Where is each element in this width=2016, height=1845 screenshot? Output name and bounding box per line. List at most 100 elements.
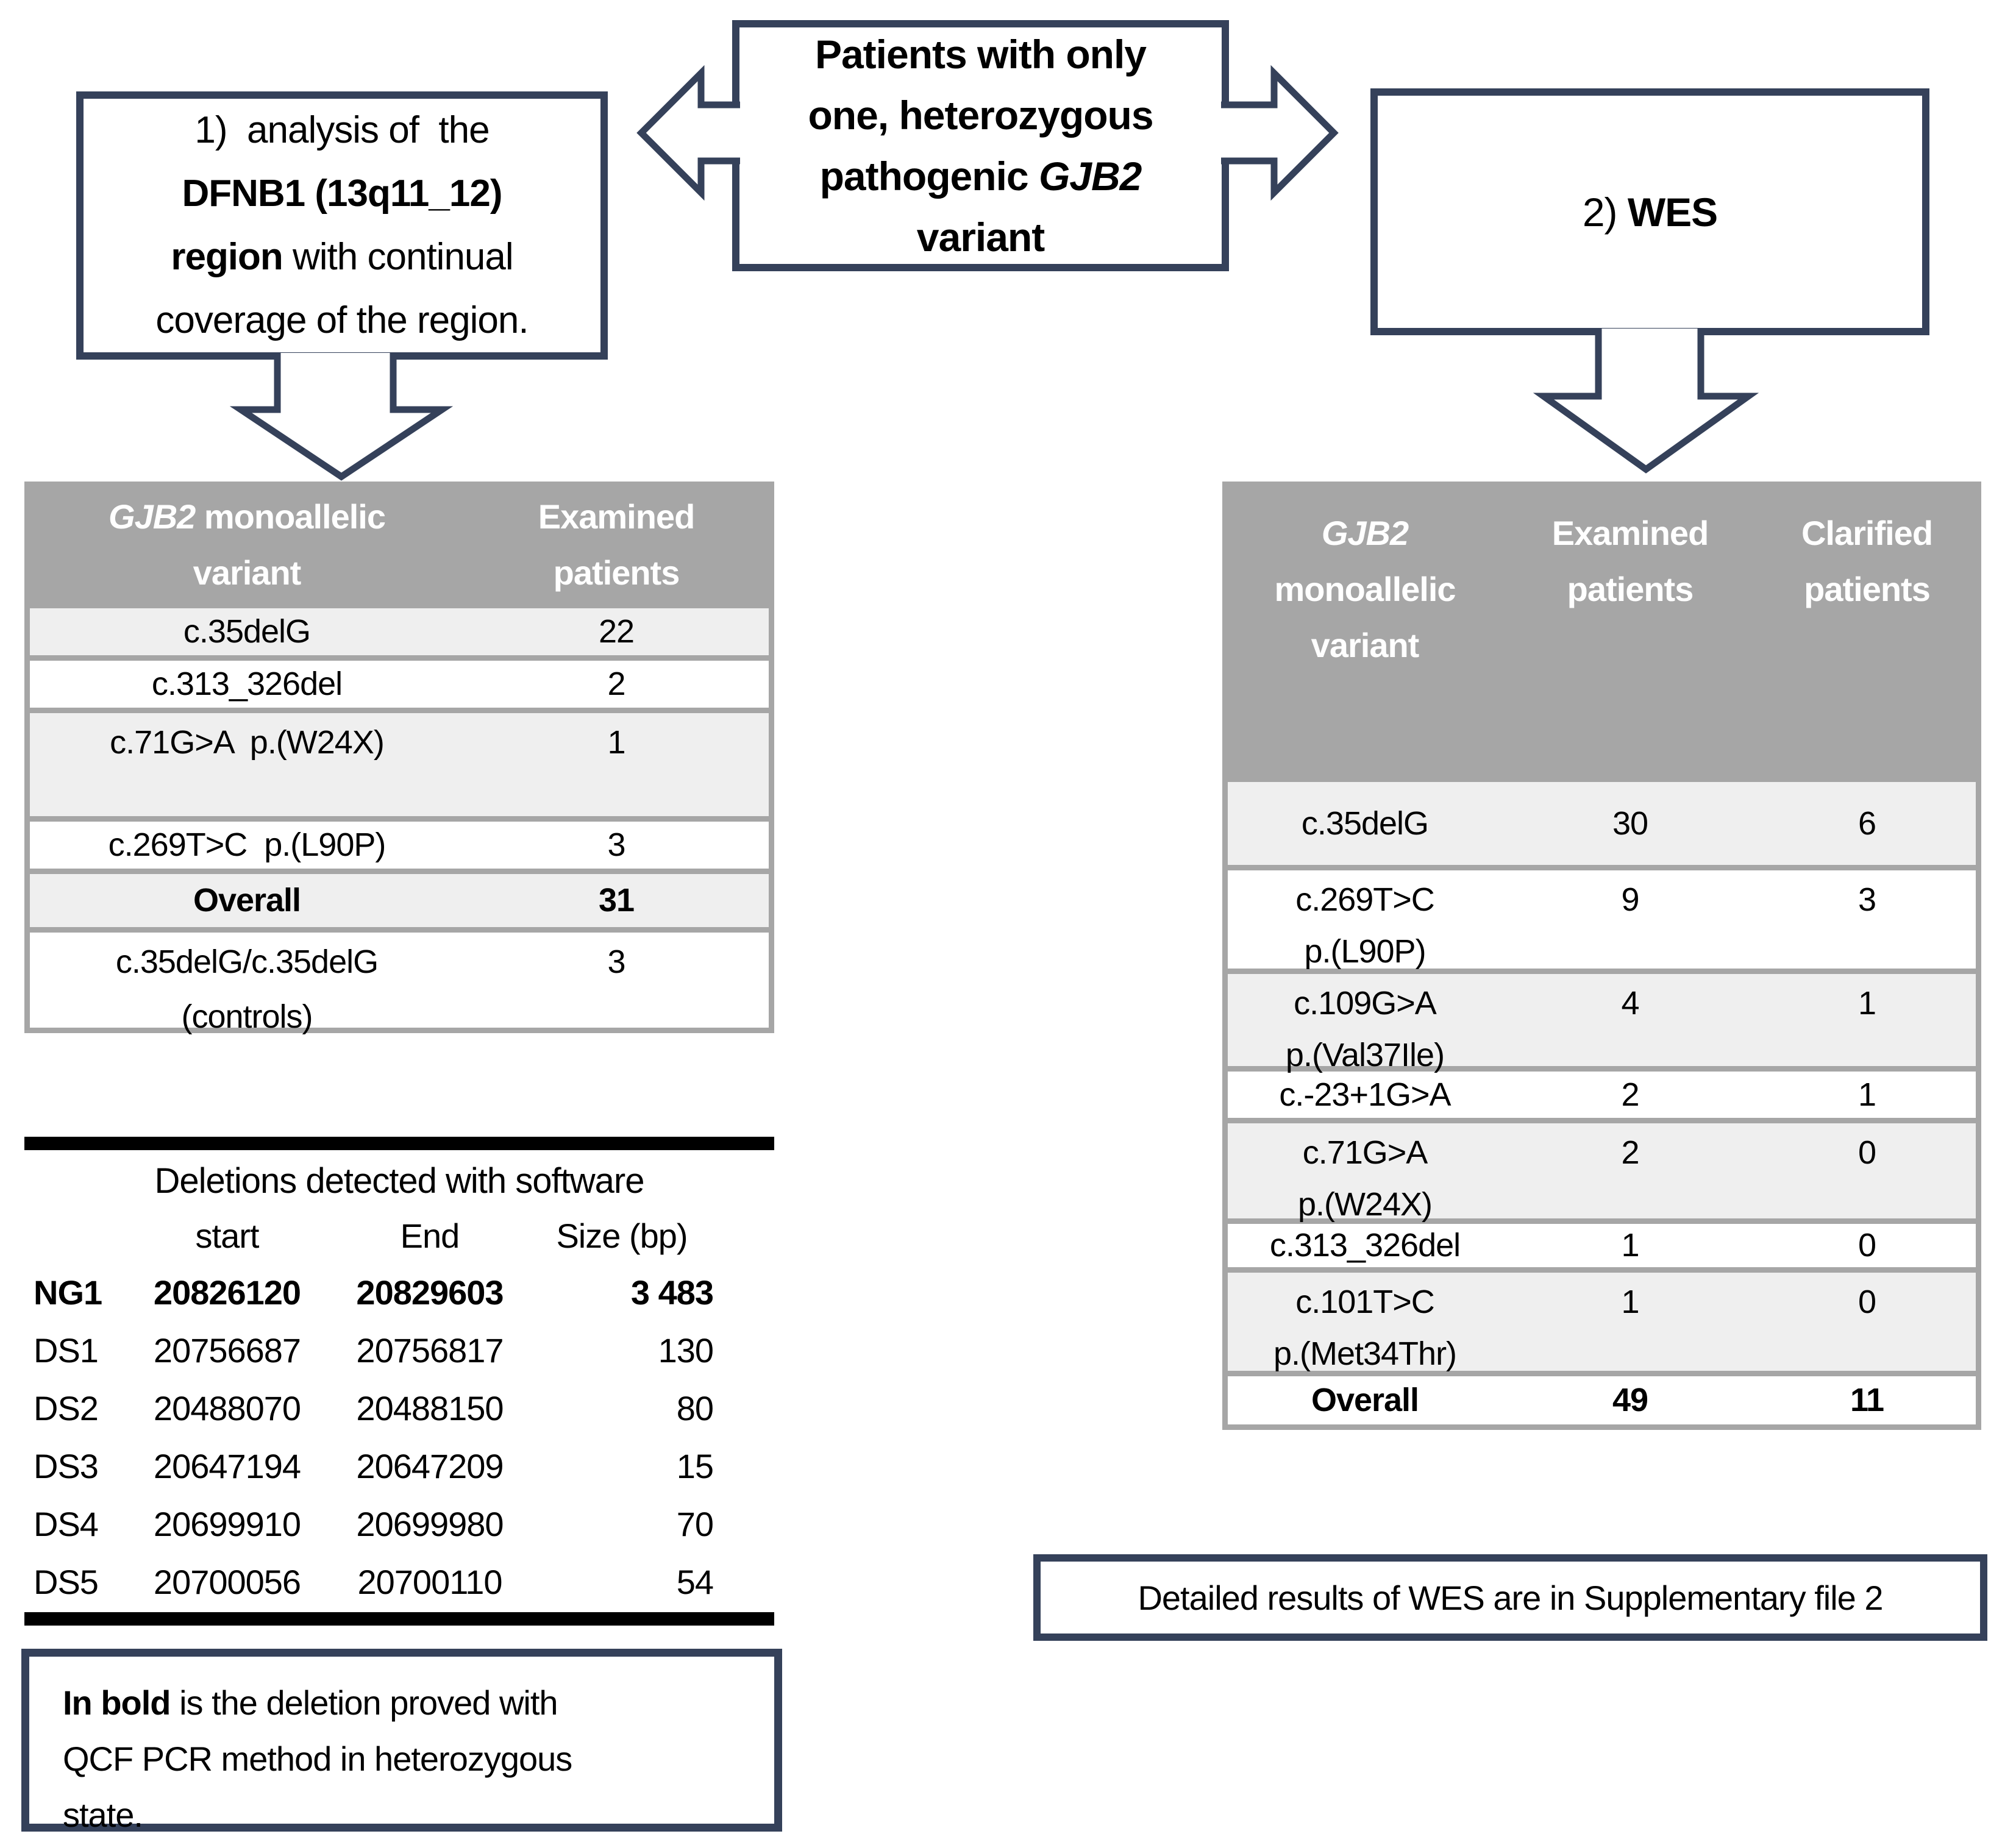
cell-clarified: 1 xyxy=(1857,985,1876,1022)
cell-end: 20488150 xyxy=(356,1388,504,1427)
cell-size: 70 xyxy=(676,1504,714,1543)
cell-variant: c.71G>A p.(W24X) xyxy=(110,724,385,761)
cell-line: p.(Val37Ile) xyxy=(1285,1037,1445,1073)
cell-id: DS2 xyxy=(34,1388,99,1427)
cell-id: DS4 xyxy=(34,1504,99,1543)
cell-size: 130 xyxy=(658,1331,714,1370)
header-line: patients xyxy=(553,553,680,592)
table-row: c.313_326del 2 xyxy=(30,655,769,708)
callout-line-text: pathogenic xyxy=(819,154,1039,199)
cell-examined: 30 xyxy=(1612,805,1648,842)
box-line: 1) analysis of the xyxy=(194,109,490,151)
cell-line: c.71G>A xyxy=(1302,1134,1428,1171)
gene-name-italic: GJB2 xyxy=(109,497,196,536)
header-variant: GJB2 monoallelic variant xyxy=(1228,487,1502,777)
table-row: c.71G>A p.(W24X) 1 xyxy=(30,708,769,816)
header-examined: Examined patients xyxy=(1502,487,1758,777)
cell-examined: 2 xyxy=(1621,1134,1639,1171)
note-text: is the deletion proved with xyxy=(170,1683,558,1722)
right-variant-table: GJB2 monoallelic variant Examined patien… xyxy=(1222,482,1981,1430)
left-variant-table: GJB2 monoallelic variant Examined patien… xyxy=(24,482,774,1035)
arrow-left-icon xyxy=(636,65,740,201)
cell-id: DS5 xyxy=(34,1562,99,1601)
box-line: region with continual xyxy=(171,226,513,289)
header-variant: GJB2 monoallelic variant xyxy=(30,487,464,603)
cell-variant: c.71G>A p.(W24X) xyxy=(1228,1123,1502,1223)
cell-variant: c.-23+1G>A xyxy=(1279,1076,1451,1113)
cell-clarified: 0 xyxy=(1857,1284,1876,1320)
note-line: In bold is the deletion proved with xyxy=(63,1675,762,1731)
cell-start: 20756687 xyxy=(153,1331,301,1370)
header-line: Examined xyxy=(538,497,696,536)
table-row: c.35delG 30 6 xyxy=(1228,777,1976,865)
cell-variant: c.313_326del xyxy=(151,666,343,702)
cell-variant: c.101T>C p.(Met34Thr) xyxy=(1228,1273,1502,1372)
cell-clarified: 3 xyxy=(1857,881,1876,918)
deletion-row: NG1 20826120 20829603 3 483 xyxy=(24,1271,774,1314)
col-size-label: Size (bp) xyxy=(556,1216,688,1255)
arrow-right-icon xyxy=(1221,65,1339,201)
table-row: c.-23+1G>A 2 1 xyxy=(1228,1066,1976,1118)
cell-examined: 1 xyxy=(607,724,625,761)
table-row: c.269T>C p.(L90P) 9 3 xyxy=(1228,865,1976,970)
header-line: patients xyxy=(1804,570,1931,608)
cell-line: c.269T>C xyxy=(1295,881,1435,918)
cell-size: 54 xyxy=(676,1562,714,1601)
cell-examined: 3 xyxy=(607,944,625,980)
cell-examined: 22 xyxy=(598,613,635,650)
table-row: c.269T>C p.(L90P) 3 xyxy=(30,816,769,869)
cell-line: c.35delG/c.35delG xyxy=(115,944,379,980)
box-line: 2) WES xyxy=(1582,182,1718,243)
cell-start: 20699910 xyxy=(153,1504,301,1543)
cell-examined: 31 xyxy=(598,882,635,919)
deletion-row: DS3 20647194 20647209 15 xyxy=(24,1445,774,1487)
cell-examined: 9 xyxy=(1621,881,1639,918)
table-row: c.71G>A p.(W24X) 2 0 xyxy=(1228,1118,1976,1223)
dfnb1-analysis-box: 1) analysis of the DFNB1 (13q11_12) regi… xyxy=(76,91,608,360)
thick-rule-bottom xyxy=(24,1612,774,1626)
cell-variant: c.269T>C p.(L90P) xyxy=(108,827,386,863)
deletions-title: Deletions detected with software xyxy=(154,1161,645,1201)
header-clarified: Clarified patients xyxy=(1758,487,1976,777)
cell-start: 20647194 xyxy=(153,1446,301,1485)
box-line-text: 2) xyxy=(1582,189,1628,235)
cell-variant: c.109G>A p.(Val37Ile) xyxy=(1228,974,1502,1073)
table-row: c.35delG 22 xyxy=(30,603,769,655)
deletion-row: DS2 20488070 20488150 80 xyxy=(24,1387,774,1429)
note-line: state. xyxy=(63,1796,143,1834)
cell-start: 20700056 xyxy=(153,1562,301,1601)
header-examined: Examined patients xyxy=(464,487,769,603)
box-line-text: with continual xyxy=(282,236,514,278)
cell-line: p.(Met34Thr) xyxy=(1273,1335,1457,1372)
note-bold-text: In bold xyxy=(63,1683,171,1722)
table-row: c.109G>A p.(Val37Ile) 4 1 xyxy=(1228,969,1976,1073)
cell-clarified: 11 xyxy=(1850,1382,1884,1418)
cell-clarified: 0 xyxy=(1857,1227,1876,1264)
callout-line: pathogenic GJB2 xyxy=(820,146,1142,207)
cell-id: DS1 xyxy=(34,1331,99,1370)
cell-variant: c.35delG xyxy=(183,613,311,650)
cell-end: 20756817 xyxy=(356,1331,504,1370)
cell-clarified: 1 xyxy=(1857,1076,1876,1113)
table-header-row: GJB2 monoallelic variant Examined patien… xyxy=(30,487,769,603)
cell-examined: 4 xyxy=(1621,985,1639,1022)
cell-line: c.109G>A xyxy=(1294,985,1437,1022)
header-line: Clarified xyxy=(1801,514,1933,552)
cell-variant: c.313_326del xyxy=(1269,1227,1461,1264)
wes-note-box: Detailed results of WES are in Supplemen… xyxy=(1033,1554,1987,1641)
table-row-overall: Overall 49 11 xyxy=(1228,1371,1976,1424)
cell-id: DS3 xyxy=(34,1446,99,1485)
cell-start: 20826120 xyxy=(153,1273,301,1312)
cell-end: 20699980 xyxy=(356,1504,504,1543)
header-line: variant xyxy=(193,553,302,592)
cell-end: 20829603 xyxy=(356,1273,504,1312)
table-row: c.35delG/c.35delG (controls) 3 xyxy=(30,927,769,1035)
cell-clarified: 6 xyxy=(1857,805,1876,842)
table-header-row: GJB2 monoallelic variant Examined patien… xyxy=(1228,487,1976,777)
table-row: c.101T>C p.(Met34Thr) 1 0 xyxy=(1228,1267,1976,1372)
header-text: monoallelic xyxy=(195,497,386,536)
cell-start: 20488070 xyxy=(153,1388,301,1427)
arrow-down-right-icon xyxy=(1533,329,1759,474)
cell-variant: c.35delG xyxy=(1301,805,1429,842)
cell-line: (controls) xyxy=(181,998,313,1035)
